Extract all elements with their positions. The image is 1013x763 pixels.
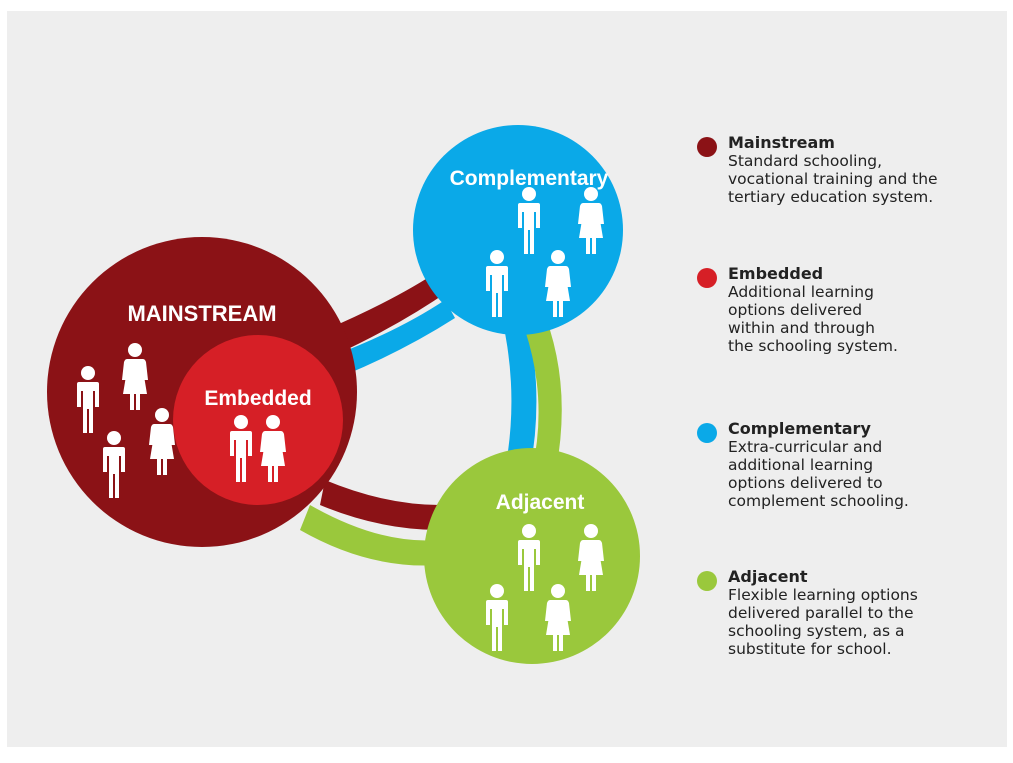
legend-title: Embedded <box>728 264 824 283</box>
connector-adjacent-mainstream <box>300 505 440 566</box>
legend-dot-mainstream <box>697 137 717 157</box>
mainstream-label: MAINSTREAM <box>127 301 276 326</box>
connector-mainstream-adjacent <box>320 480 440 530</box>
legend-title: Adjacent <box>728 567 808 586</box>
connector-complementary-adjacent <box>500 310 537 470</box>
legend-description: Flexible learning options delivered para… <box>728 586 918 658</box>
embedded-label: Embedded <box>204 387 311 410</box>
adjacent-label: Adjacent <box>496 491 585 514</box>
complementary-label: Complementary <box>450 167 609 190</box>
connector-adjacent-complementary <box>525 330 562 470</box>
connector-complementary-mainstream <box>335 300 455 375</box>
legend-description: Additional learning options delivered wi… <box>728 283 898 355</box>
legend-dot-embedded <box>697 268 717 288</box>
legend-dot-complementary <box>697 423 717 443</box>
legend-dot-adjacent <box>697 571 717 591</box>
legend-title: Mainstream <box>728 133 835 152</box>
legend-description: Extra-curricular and additional learning… <box>728 438 909 510</box>
legend-description: Standard schooling, vocational training … <box>728 152 938 206</box>
legend-title: Complementary <box>728 419 871 438</box>
connector-mainstream-complementary <box>325 270 450 355</box>
embedded-circle <box>173 335 343 505</box>
